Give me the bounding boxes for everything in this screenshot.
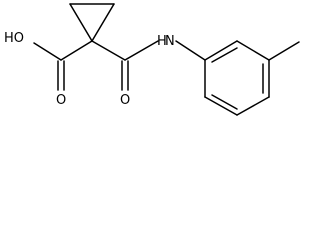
bond-quat-carbon-to-acid-carbon: [60, 40, 93, 61]
acid-carbonyl-oxygen-label: O: [56, 93, 66, 108]
benzene-double-bond-top: [211, 47, 238, 63]
carboxylic-acid-group: HO O: [4, 31, 93, 108]
bond-nitrogen-to-ring: [175, 40, 206, 61]
bond-amide-carbon-to-nitrogen: [124, 40, 159, 61]
benzene-bond-5: [204, 96, 238, 116]
amide-group: O H N: [91, 34, 206, 108]
benzene-double-bond-bottom: [211, 94, 238, 110]
molecule-structure: HO O O H N: [4, 3, 300, 116]
hydroxyl-label: HO: [4, 31, 24, 46]
amide-nitrogen-label: N: [165, 34, 175, 49]
bond-ring-to-methyl: [268, 41, 300, 61]
bond-quat-carbon-to-amide-carbon: [91, 40, 126, 61]
amide-carbonyl-oxygen-label: O: [120, 93, 130, 108]
cyclopropane-ring: [69, 3, 115, 42]
benzene-ring: [204, 40, 300, 116]
ring-bond-left: [69, 3, 93, 42]
bond-acid-carbon-to-hydroxyl: [33, 42, 62, 61]
benzene-bond-4: [236, 96, 270, 116]
benzene-bond-1: [204, 40, 238, 61]
amide-hydrogen-label: H: [157, 34, 167, 49]
ring-bond-right: [91, 3, 115, 42]
benzene-bond-2: [236, 40, 270, 61]
